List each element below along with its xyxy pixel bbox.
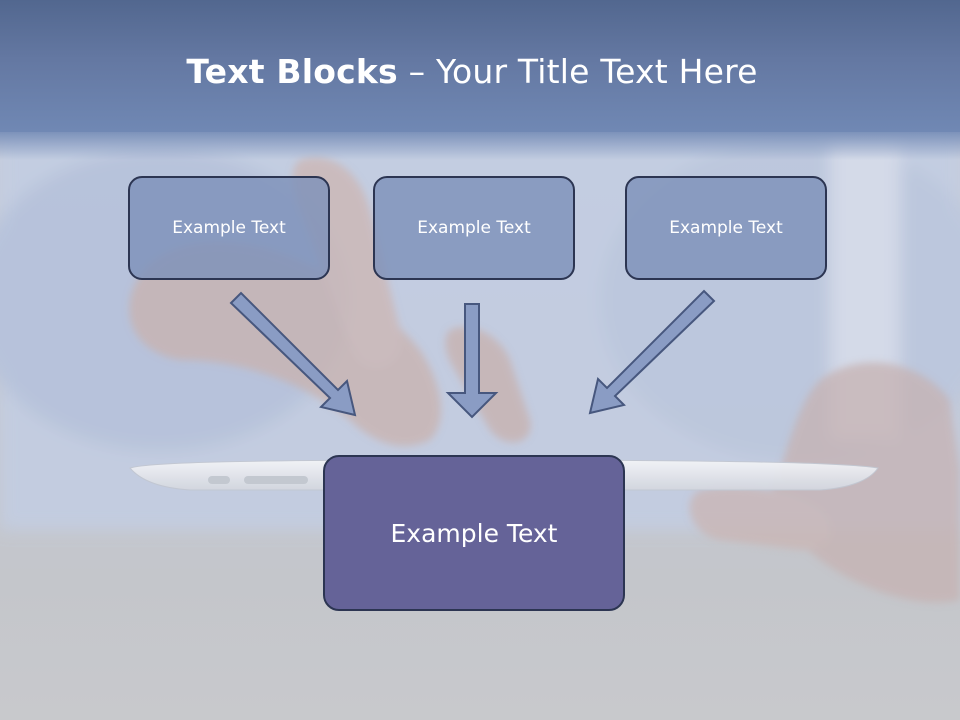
title-bold-part: Text Blocks — [186, 52, 398, 91]
main-text-block-label: Example Text — [390, 518, 558, 548]
title-dash: – — [397, 52, 436, 91]
title-band — [0, 0, 960, 160]
text-block-left[interactable]: Example Text — [128, 176, 330, 280]
arrow-down-icon — [445, 303, 499, 419]
arrow-down-left-icon — [588, 289, 716, 415]
text-block-left-label: Example Text — [172, 218, 286, 238]
text-block-right[interactable]: Example Text — [625, 176, 827, 280]
arrow-down-right-icon — [229, 291, 357, 417]
text-block-center[interactable]: Example Text — [373, 176, 575, 280]
text-block-right-label: Example Text — [669, 218, 783, 238]
main-text-block[interactable]: Example Text — [323, 455, 625, 611]
text-block-center-label: Example Text — [417, 218, 531, 238]
title-text-part: Your Title Text Here — [435, 52, 758, 91]
page-title: Text Blocks – Your Title Text Here — [0, 52, 944, 91]
